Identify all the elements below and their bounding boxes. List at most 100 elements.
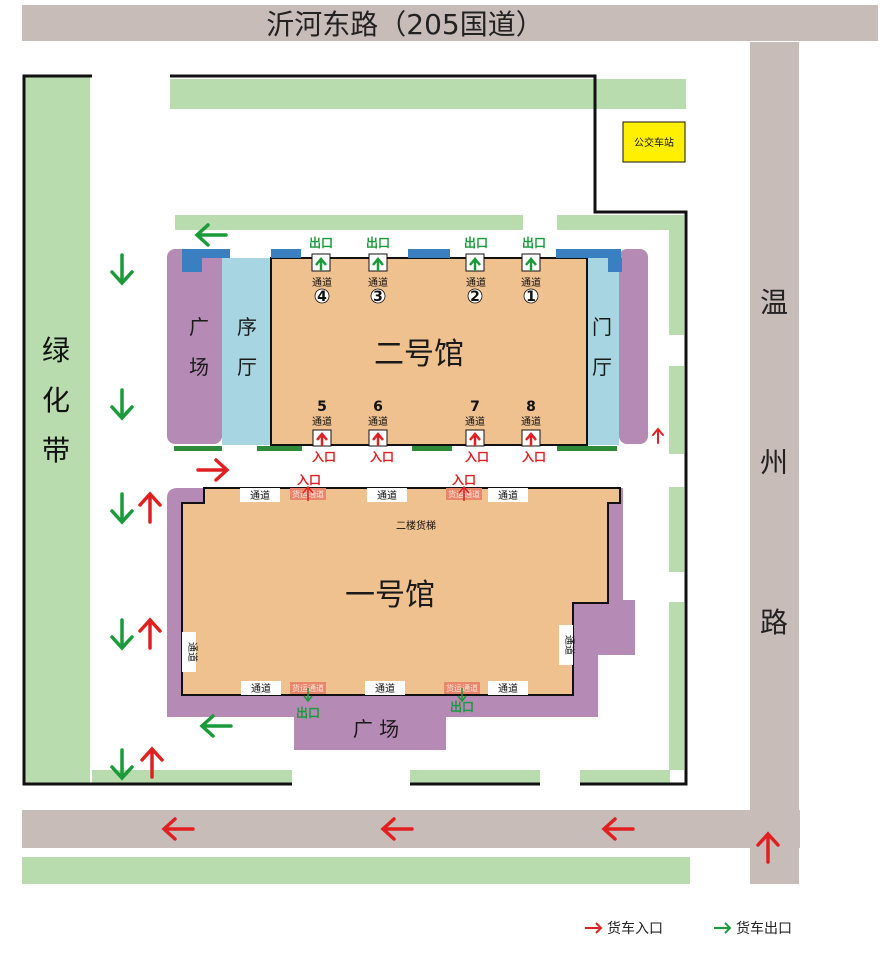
hall1-title: 一号馆 [345,578,435,613]
green-strip-right-4 [669,602,684,770]
hall2-plaza-right [619,249,648,444]
legend-exit: 货车出口 [714,920,792,937]
svg-text:通道: 通道 [368,415,388,428]
svg-text:出口: 出口 [309,235,333,250]
hall2-title: 二号馆 [374,337,464,372]
svg-text:货车入口: 货车入口 [607,920,663,937]
hall2-lobby-right [587,258,619,445]
gate-green [557,446,617,451]
hall1-side-tag-right-text: 通道 [563,635,576,655]
hall2-lobby-right-char-1: 门 [592,315,612,339]
hall1-bottom-tag [365,681,405,695]
svg-text:7: 7 [470,399,480,415]
svg-text:通道: 通道 [368,276,388,289]
svg-text:通道: 通道 [521,276,541,289]
svg-text:通道: 通道 [465,415,485,428]
gate-green [412,446,452,451]
hall2-entry-6: 6 通道 入口 [368,399,394,464]
gate-blue [556,249,621,258]
green-strip-bottom-2 [410,770,540,785]
svg-text:入口: 入口 [370,450,394,464]
svg-text:1: 1 [526,289,536,305]
green-strip-bottom-3 [580,770,670,785]
svg-text:入口: 入口 [465,450,489,464]
hall1-side-tag-left [182,632,196,672]
bottom-green-strip [22,857,690,884]
gate-green [257,446,302,451]
hall1-bottom-tag-text: 通道 [251,682,271,695]
svg-text:出口: 出口 [366,235,390,250]
top-road-label: 沂河东路（205国道） [266,8,543,41]
gate-blue [608,258,622,272]
right-road-char-1: 温 [760,286,788,319]
green-belt-char-2: 化 [42,384,70,417]
hall1-top-tag [367,488,407,502]
hall1-bottom-tag-text: 通道 [375,682,395,695]
green-strip-right-3 [669,487,684,572]
arrow-green-left [199,714,233,738]
hall1-side-tag-left-text: 通道 [186,642,199,662]
bus-stop-label: 公交车站 [634,136,674,149]
hall1-top-tag-text: 通道 [377,489,397,502]
green-strip-right-2 [669,366,684,454]
hall2-lobby-right-char-2: 厅 [592,355,612,379]
site-boundary-top [170,74,688,786]
bus-stop [622,121,686,163]
gate-blue [408,249,450,258]
svg-text:入口: 入口 [452,473,476,487]
hall1-entry-right: 入口 [452,473,476,501]
right-road [750,42,799,884]
gate-blue [182,249,230,258]
svg-text:通道: 通道 [312,276,332,289]
hall1-top-tag [488,488,528,502]
hall1-bottom-tag-text: 通道 [498,682,518,695]
green-belt-char-3: 带 [42,434,70,467]
svg-text:出口: 出口 [450,699,474,714]
svg-text:出口: 出口 [522,235,546,250]
svg-text:6: 6 [373,399,383,415]
hall1-exit-left: 出口 [296,688,320,720]
green-strip-bottom-1 [92,770,292,785]
arrow-red-up [138,491,164,779]
svg-text:入口: 入口 [522,450,546,464]
hall2-exit-1: 出口 通道 1 [521,235,546,305]
green-strip-right-1 [669,215,684,335]
svg-text:货车出口: 货车出口 [736,920,792,937]
site-boundary [22,74,292,786]
green-strip-upper-right [557,215,669,230]
svg-text:通道: 通道 [312,415,332,428]
svg-text:通道: 通道 [521,415,541,428]
hall2-lobby-left [222,258,271,445]
svg-text:2: 2 [470,289,480,305]
gate-blue [182,258,202,272]
green-strip-upper-left [175,215,523,230]
svg-text:出口: 出口 [464,235,488,250]
svg-text:入口: 入口 [312,450,336,464]
hall1-bottom-tag [488,681,528,695]
gate-blue [271,249,301,258]
left-green-belt [24,76,90,784]
hall1-side-tag-right [559,625,573,665]
hall1-exit-right: 出口 [450,688,474,714]
svg-text:出口: 出口 [296,705,320,720]
hall2-lobby-left-char-2: 厅 [237,355,257,379]
svg-text:5: 5 [317,399,327,415]
hall2-exit-4: 出口 通道 4 [309,235,333,305]
green-belt-char-1: 绿 [42,334,70,367]
svg-text:3: 3 [373,289,383,305]
hall2-entry-8: 8 通道 入口 [521,399,546,464]
hall2-lobby-left-char-1: 序 [237,315,257,339]
arrow-green-left [194,223,228,247]
hall1-elevator-label: 二楼货梯 [396,519,436,532]
hall1-building [181,487,621,696]
hall1-entry-left: 入口 [297,473,321,501]
svg-text:4: 4 [317,289,327,305]
hall1-bottom-tag [241,681,281,695]
hall1-top-tag-text: 通道 [250,489,270,502]
arrow-red-right [196,458,230,482]
top-road [22,5,878,41]
right-road-char-3: 路 [760,606,788,639]
arrow-red-up-road [756,831,780,864]
right-road-char-2: 州 [760,446,788,479]
